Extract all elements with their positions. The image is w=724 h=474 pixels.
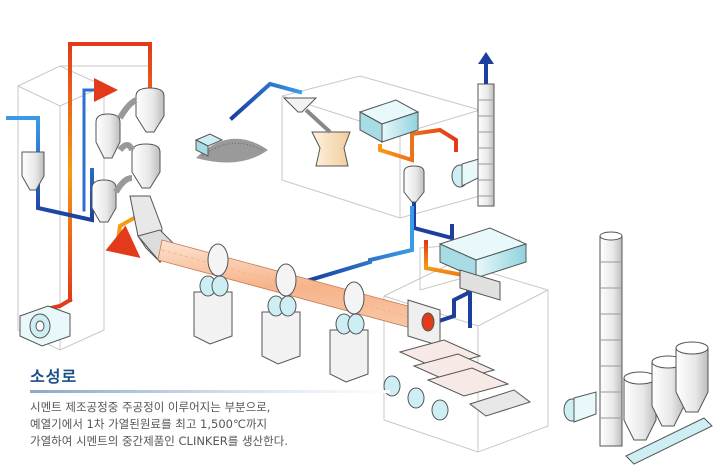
coal-mill bbox=[438, 227, 528, 301]
description-line: 가열하여 시멘트의 중간제품인 CLINKER를 생산한다. bbox=[30, 434, 288, 448]
cyclone-3 bbox=[131, 143, 161, 189]
section-title: 소성로 bbox=[30, 367, 78, 386]
exhaust-stack bbox=[477, 83, 495, 207]
preheater-cyclones bbox=[21, 87, 177, 264]
gas-ducts bbox=[6, 42, 472, 328]
fan-icon bbox=[19, 305, 71, 347]
cyclone-2 bbox=[95, 113, 121, 159]
title-underline bbox=[30, 390, 390, 393]
silo-icon bbox=[563, 231, 713, 465]
section-description: 시멘트 제조공정중 주공정이 이루어지는 부분으로, 예열기에서 1차 가열된원… bbox=[30, 399, 410, 450]
flow-arrow-icon bbox=[478, 52, 494, 84]
description-line: 예열기에서 1차 가열된원료를 최고 1,500℃까지 bbox=[30, 417, 268, 431]
description-line: 시멘트 제조공정중 주공정이 이루어지는 부분으로, bbox=[30, 400, 271, 414]
raw-mill-area bbox=[194, 83, 495, 207]
cyclone-4 bbox=[91, 179, 117, 223]
clinker-cooler bbox=[383, 339, 532, 421]
process-caption: 소성로 시멘트 제조공정중 주공정이 이루어지는 부분으로, 예열기에서 1차 … bbox=[30, 366, 410, 450]
cyclone-1 bbox=[135, 87, 165, 133]
rotary-kiln bbox=[157, 239, 441, 383]
